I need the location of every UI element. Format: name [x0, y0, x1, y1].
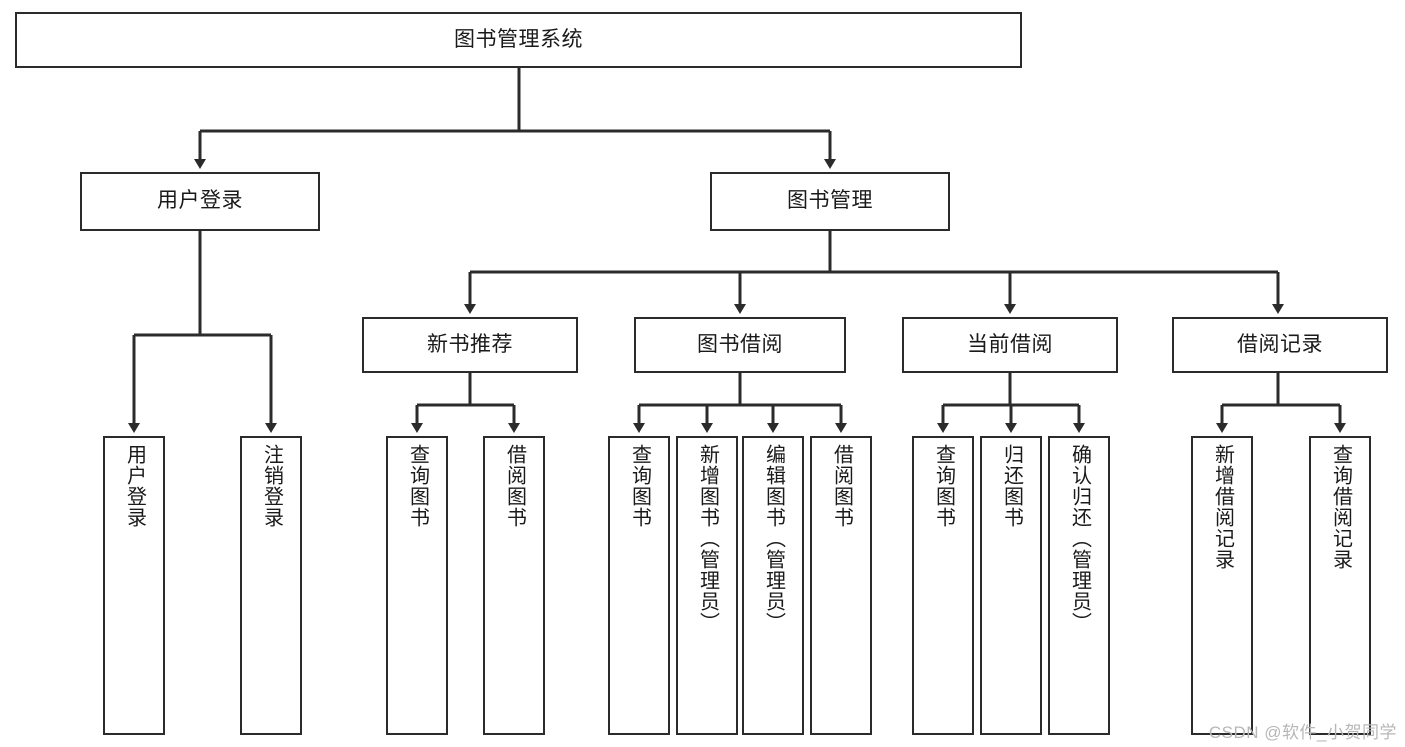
leaf-query-book-1-label: 查询图书	[406, 444, 429, 528]
leaf-add-record-label: 新增借阅记录	[1211, 444, 1234, 570]
node-book-manage-label: 图书管理	[787, 189, 873, 213]
leaf-borrow-book-1-label: 借阅图书	[503, 444, 526, 528]
leaf-borrow-book-1[interactable]: 借阅图书	[483, 436, 545, 735]
leaf-borrow-book-2-label: 借阅图书	[830, 444, 853, 528]
leaf-logout[interactable]: 注销登录	[240, 436, 302, 735]
leaf-logout-label: 注销登录	[260, 444, 283, 528]
leaf-query-book-2-label: 查询图书	[628, 444, 651, 528]
node-borrow-record[interactable]: 借阅记录	[1172, 317, 1388, 373]
node-book-borrow[interactable]: 图书借阅	[634, 317, 846, 373]
leaf-query-book-2[interactable]: 查询图书	[608, 436, 670, 735]
leaf-user-login[interactable]: 用户登录	[103, 436, 165, 735]
leaf-confirm-return[interactable]: 确认归还（管理员）	[1048, 436, 1110, 735]
node-new-book-recommend[interactable]: 新书推荐	[362, 317, 578, 373]
node-borrow-record-label: 借阅记录	[1237, 332, 1323, 356]
csdn-watermark: CSDN @软件_小贺同学	[1208, 723, 1397, 742]
leaf-edit-book-label: 编辑图书（管理员）	[762, 444, 785, 633]
leaf-confirm-return-label: 确认归还（管理员）	[1068, 444, 1091, 633]
leaf-add-book-label: 新增图书（管理员）	[696, 444, 719, 633]
leaf-query-record-label: 查询借阅记录	[1329, 444, 1352, 570]
node-book-manage[interactable]: 图书管理	[710, 172, 950, 231]
leaf-query-book-3[interactable]: 查询图书	[912, 436, 974, 735]
node-root-label: 图书管理系统	[454, 27, 583, 51]
leaf-edit-book[interactable]: 编辑图书（管理员）	[742, 436, 804, 735]
leaf-query-record[interactable]: 查询借阅记录	[1309, 436, 1371, 735]
leaf-query-book-3-label: 查询图书	[932, 444, 955, 528]
leaf-user-login-label: 用户登录	[123, 444, 146, 528]
node-current-borrow-label: 当前借阅	[967, 332, 1053, 356]
leaf-borrow-book-2[interactable]: 借阅图书	[810, 436, 872, 735]
leaf-query-book-1[interactable]: 查询图书	[386, 436, 448, 735]
node-current-borrow[interactable]: 当前借阅	[902, 317, 1118, 373]
node-book-borrow-label: 图书借阅	[697, 332, 783, 356]
node-root[interactable]: 图书管理系统	[15, 12, 1022, 68]
leaf-add-record[interactable]: 新增借阅记录	[1191, 436, 1253, 735]
leaf-return-book[interactable]: 归还图书	[980, 436, 1042, 735]
leaf-add-book[interactable]: 新增图书（管理员）	[676, 436, 738, 735]
node-new-book-recommend-label: 新书推荐	[427, 332, 513, 356]
node-user-login[interactable]: 用户登录	[80, 172, 320, 231]
node-user-login-label: 用户登录	[157, 189, 243, 213]
leaf-return-book-label: 归还图书	[1000, 444, 1023, 528]
